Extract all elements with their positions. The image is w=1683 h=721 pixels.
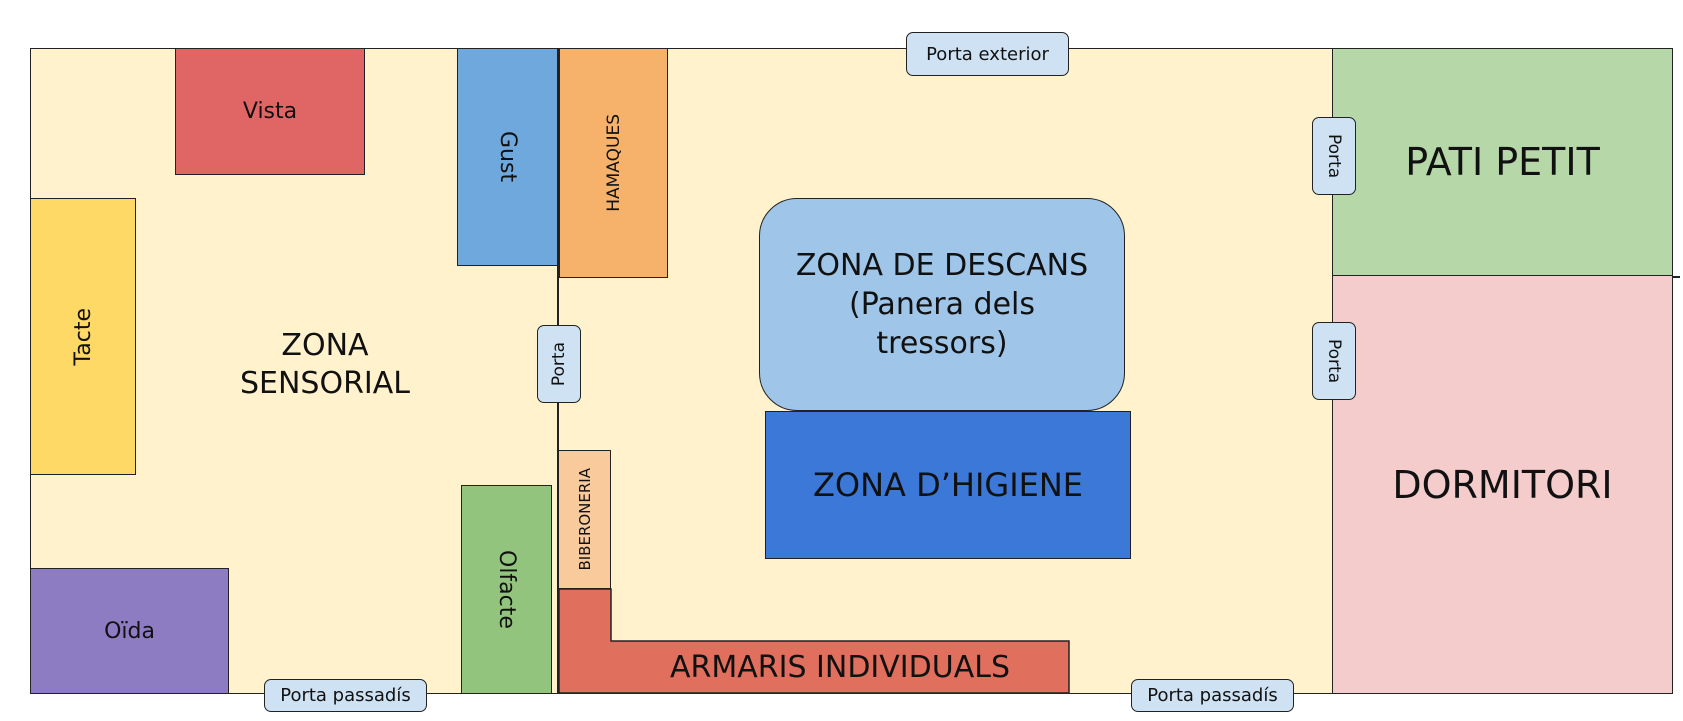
porta-exterior-label: Porta exterior [926,43,1049,65]
zone-vista: Vista [175,48,365,175]
porta-passadis-left-label: Porta passadís [280,685,411,706]
porta-exterior[interactable]: Porta exterior [906,32,1069,76]
zona-sensorial-line2: SENSORIAL [239,366,411,401]
zone-hamaques: HAMAQUES [559,48,668,278]
porta-passadis-right-label: Porta passadís [1147,685,1278,706]
porta-dormitori[interactable]: Porta [1312,322,1356,400]
zone-olfacte: Olfacte [461,485,552,694]
porta-pati[interactable]: Porta [1312,117,1356,195]
descans-line1: ZONA DE DESCANS [795,248,1089,283]
porta-internal-label: Porta [549,341,569,387]
zona-sensorial-label: ZONA SENSORIAL [210,325,440,405]
zone-tacte: Tacte [30,198,136,475]
tacte-label: Tacte [70,307,96,366]
zone-oida: Oïda [30,568,229,694]
zone-higiene: ZONA D’HIGIENE [765,411,1131,559]
pati-petit-label: PATI PETIT [1405,140,1600,184]
armaris-shape [558,588,1070,694]
zone-armaris: ARMARIS INDIVIDUALS [558,588,1070,694]
dormitori-label: DORMITORI [1392,462,1613,507]
zona-sensorial-line1: ZONA [281,328,369,363]
descans-line2: (Panera dels [848,287,1036,322]
porta-pati-label: Porta [1324,133,1344,179]
biberoneria-label: BIBERONERIA [575,468,594,571]
porta-internal[interactable]: Porta [537,325,581,403]
hamaques-label: HAMAQUES [603,114,624,212]
zone-biberoneria: BIBERONERIA [558,450,611,589]
dormitori-room: DORMITORI [1332,275,1673,694]
porta-passadis-left[interactable]: Porta passadís [264,679,427,712]
olfacte-label: Olfacte [494,550,519,629]
vista-label: Vista [242,99,298,124]
descans-line3: tressors) [876,326,1008,361]
higiene-label: ZONA D’HIGIENE [812,466,1084,504]
zone-descans: ZONA DE DESCANS (Panera dels tressors) [759,198,1125,411]
zone-gust: Gust [457,48,558,266]
armaris-label: ARMARIS INDIVIDUALS [670,649,1010,685]
gust-label: Gust [495,131,520,183]
pati-petit-room: PATI PETIT [1332,48,1673,276]
porta-passadis-right[interactable]: Porta passadís [1131,679,1294,712]
porta-dormitori-label: Porta [1324,338,1344,384]
wall-tick [1672,276,1680,278]
oida-label: Oïda [104,618,155,644]
